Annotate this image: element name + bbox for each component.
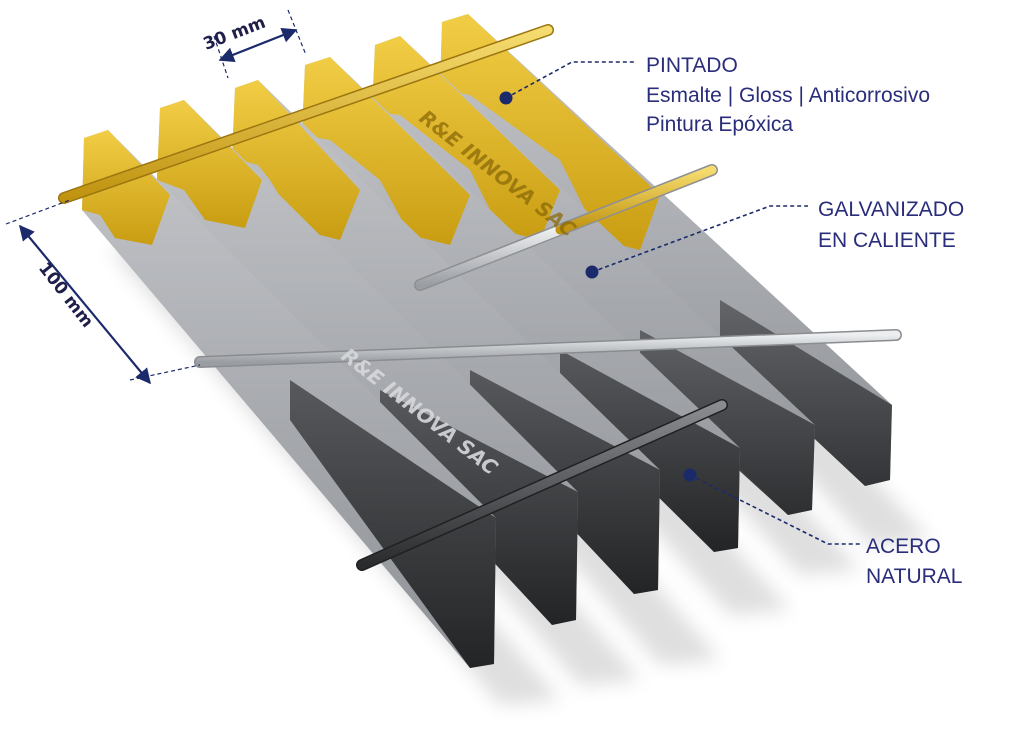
callout-painted: PINTADO Esmalte | Gloss | Anticorrosivo … [499, 54, 930, 136]
cross-rod-transition [414, 164, 718, 291]
bearing-bar-6 [440, 14, 892, 486]
callout-natural-subtitle: NATURAL [866, 565, 962, 588]
cross-rod-galvanized [194, 329, 902, 368]
callout-natural-title: ACERO [866, 535, 941, 558]
dimension-spacing: 30 mm [201, 9, 307, 79]
cross-rod-painted [58, 24, 554, 204]
cross-rods [58, 24, 902, 571]
callout-painted-title: PINTADO [646, 54, 738, 77]
callout-natural: ACERO NATURAL [683, 468, 962, 588]
callout-galvanized-subtitle: EN CALIENTE [818, 229, 956, 252]
spacing-label: 30 mm [201, 13, 269, 55]
callout-galvanized-title: GALVANIZADO [818, 198, 964, 221]
cross-rod-natural [356, 399, 728, 571]
callout-painted-subtitle: Esmalte | Gloss | Anticorrosivo [646, 84, 930, 107]
callout-painted-detail: Pintura Epóxica [646, 113, 793, 136]
bearing-bars [82, 14, 892, 668]
height-label: 100 mm [34, 259, 97, 332]
callout-galvanized: GALVANIZADO EN CALIENTE [585, 198, 964, 279]
bearing-bar-1 [82, 130, 496, 668]
